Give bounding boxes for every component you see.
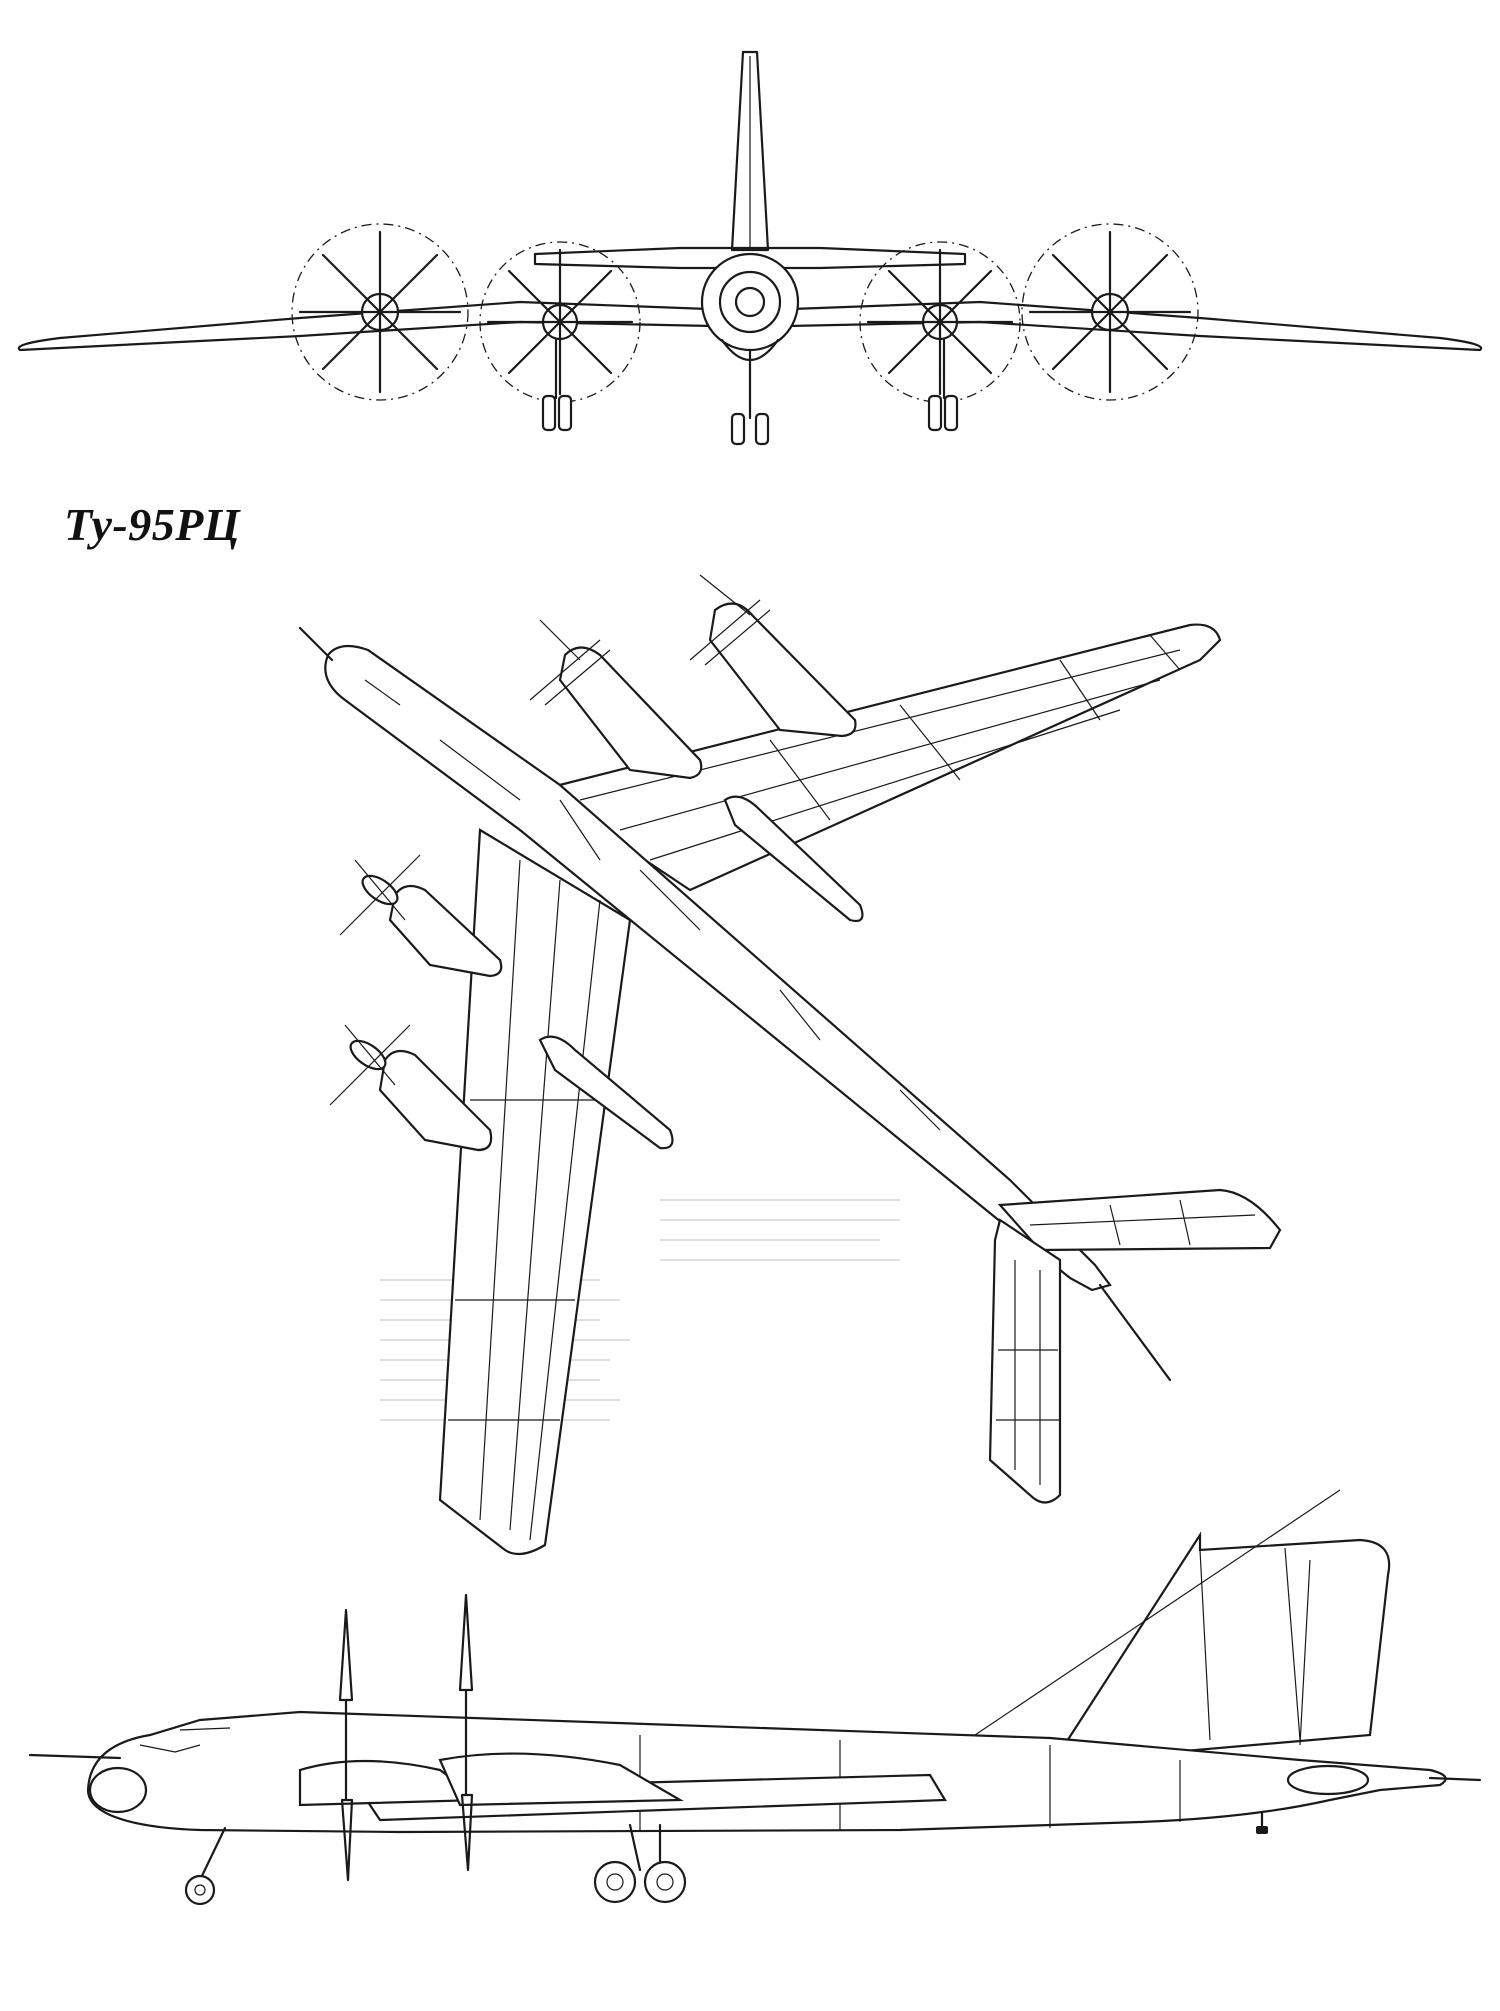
front-left-wing	[17, 300, 737, 352]
side-propellers	[338, 1593, 474, 1882]
plan-engine-upper-outer	[689, 574, 857, 738]
front-engine-outer-left	[291, 223, 469, 401]
plan-view	[298, 574, 1282, 1556]
plan-refuel-probe	[298, 626, 334, 662]
side-fin-panels	[1199, 1547, 1311, 1746]
side-tail-probe	[1428, 1776, 1482, 1782]
side-fin-antenna-wire	[974, 1489, 1341, 1736]
aircraft-title: Ту-95РЦ	[64, 499, 241, 550]
front-nose-wheel-left	[730, 412, 746, 446]
plan-htail-lower	[988, 1218, 1062, 1504]
plan-engine-lower-inner	[339, 854, 674, 1150]
front-fin	[730, 50, 770, 252]
plan-lower-wing-panels	[448, 859, 601, 1541]
plan-engine-upper-inner	[529, 619, 864, 923]
front-engine-inner-right	[859, 241, 1021, 432]
front-engine-outer-right	[1021, 223, 1199, 401]
plan-lower-wing	[438, 828, 632, 1556]
side-tail-bumper	[1256, 1810, 1268, 1834]
front-engine-inner-left	[479, 241, 641, 432]
front-right-wing	[763, 300, 1483, 352]
side-nose-radome	[88, 1766, 148, 1814]
plan-engine-lower-outer	[329, 1024, 493, 1152]
side-tail-fairing	[1286, 1764, 1370, 1796]
front-nose-wheel-right	[754, 412, 770, 446]
side-vertical-fin	[1058, 1531, 1391, 1762]
side-view	[28, 1489, 1482, 1906]
front-tailplane	[533, 246, 967, 270]
side-cockpit-glazing	[139, 1727, 231, 1753]
front-fuselage-frame	[718, 270, 782, 334]
plan-htail-upper-panels	[1029, 1199, 1256, 1246]
front-nose-radome	[734, 286, 766, 318]
side-main-gear	[593, 1823, 687, 1904]
plan-tail-probe	[1098, 1283, 1172, 1382]
front-fuselage	[700, 252, 800, 352]
plan-htail-lower-panels	[996, 1260, 1060, 1485]
plan-fuselage-panels	[364, 679, 941, 1131]
side-nose-gear	[184, 1826, 227, 1906]
plan-upper-wing-panels	[579, 634, 1181, 861]
side-refuel-probe	[28, 1753, 122, 1760]
front-view	[17, 50, 1483, 446]
